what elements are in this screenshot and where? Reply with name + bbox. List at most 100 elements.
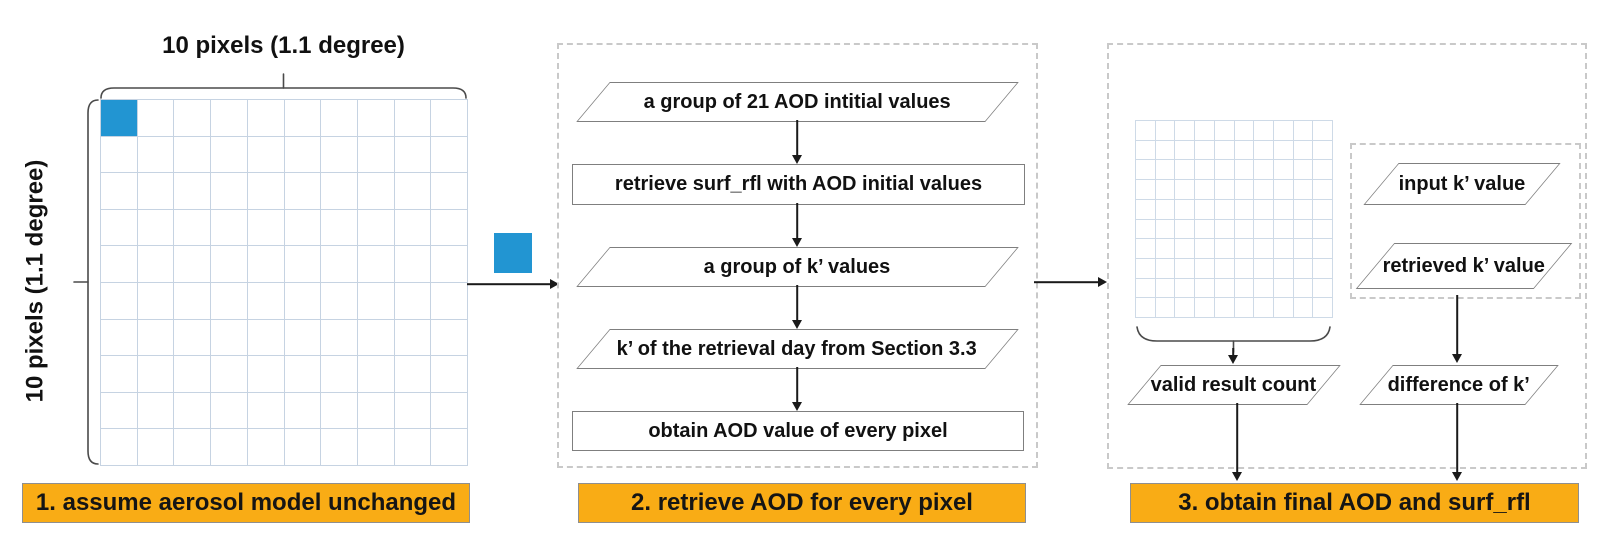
grid-cell: [1195, 239, 1215, 259]
grid-cell: [1214, 160, 1235, 181]
grid-cell: [284, 246, 322, 283]
grid-cell: [1155, 239, 1176, 259]
grid-cell: [1155, 298, 1176, 318]
grid-cell: [1195, 160, 1215, 181]
step-k-of-retrieval-day-parallelogram: k’ of the retrieval day from Section 3.3: [576, 329, 1019, 369]
output-valid-result-count-parallelogram: valid result count: [1127, 365, 1341, 405]
grid-cell: [394, 356, 432, 393]
grid-cell: [1175, 258, 1196, 279]
grid-cell: [1293, 180, 1314, 200]
panel2-caption: 2. retrieve AOD for every pixel: [578, 483, 1026, 523]
grid-cell: [137, 392, 175, 430]
selected-pixel-icon: [494, 233, 532, 273]
step-group-of-k-values-parallelogram: a group of k’ values: [576, 247, 1019, 287]
grid-cell: [1313, 278, 1333, 299]
grid-cell: [247, 173, 285, 210]
grid-cell: [137, 209, 175, 247]
grid-cell: [284, 356, 322, 393]
grid-cell: [1293, 140, 1314, 161]
panel3-inner-dashed-container: [1350, 143, 1581, 299]
grid-cell: [1234, 121, 1255, 141]
grid-cell: [1214, 258, 1235, 279]
grid-cell: [1234, 199, 1255, 220]
grid-cell: [1214, 278, 1235, 299]
grid-cell: [1273, 258, 1294, 279]
grid-cell: [357, 429, 395, 466]
grid-cell: [211, 392, 248, 430]
grid-cell: [1273, 121, 1294, 141]
grid-cell: [357, 100, 395, 137]
grid-cell: [137, 136, 175, 174]
grid-cell: [1293, 278, 1314, 299]
grid-cell: [1273, 180, 1294, 200]
grid-cell: [1136, 140, 1156, 161]
grid-cell: [431, 173, 468, 210]
grid-cell: [1273, 278, 1294, 299]
grid-cell: [1175, 140, 1196, 161]
left-brace-icon: [73, 99, 99, 465]
grid-cell: [1155, 160, 1176, 181]
grid-cell: [174, 429, 212, 466]
grid-cell: [101, 209, 138, 247]
grid-cell: [211, 356, 248, 393]
grid-cell: [1214, 239, 1235, 259]
input-label: retrieved k’ value: [1382, 254, 1546, 277]
output-label: valid result count: [1151, 373, 1317, 396]
grid-cell: [137, 319, 175, 357]
grid-cell: [101, 173, 138, 210]
grid-cell: [101, 392, 138, 430]
grid-cell: [174, 392, 212, 430]
grid-cell: [431, 209, 468, 247]
output-label: difference of k’: [1387, 373, 1531, 396]
grid-cell: [394, 136, 432, 174]
grid-cell: [1214, 199, 1235, 220]
grid-cell: [174, 356, 212, 393]
grid-cell: [431, 356, 468, 393]
step-obtain-aod-value-rectangle: obtain AOD value of every pixel: [572, 411, 1024, 451]
grid-cell: [1234, 180, 1255, 200]
arrow-right-panel1-to-panel2-icon: [467, 277, 559, 291]
grid-cell: [1254, 278, 1274, 299]
grid-cell: [1136, 298, 1156, 318]
grid-cell: [394, 100, 432, 137]
grid-cell: [1293, 258, 1314, 279]
grid-cell: [431, 282, 468, 320]
step-label: obtain AOD value of every pixel: [648, 419, 948, 442]
grid-cell: [1175, 121, 1196, 141]
grid-cell: [1273, 199, 1294, 220]
panel1-caption: 1. assume aerosol model unchanged: [22, 483, 470, 523]
grid-cell: [394, 392, 432, 430]
grid-cell: [1234, 219, 1255, 240]
grid-cell: [1313, 239, 1333, 259]
grid-cell: [357, 136, 395, 174]
grid-cell: [1195, 258, 1215, 279]
panel3-result-grid: [1135, 120, 1333, 318]
grid-cell: [357, 319, 395, 357]
step-aod-initial-values-parallelogram: a group of 21 AOD intitial values: [576, 82, 1019, 122]
grid-cell: [321, 209, 358, 247]
grid-cell: [321, 356, 358, 393]
grid-cell: [394, 209, 432, 247]
grid-cell: [284, 319, 322, 357]
grid-cell: [247, 356, 285, 393]
grid-cell: [1136, 199, 1156, 220]
grid-cell: [1273, 239, 1294, 259]
grid-cell: [1195, 180, 1215, 200]
grid-cell: [174, 246, 212, 283]
grid-cell: [431, 392, 468, 430]
grid-cell: [1195, 140, 1215, 161]
grid-cell: [321, 173, 358, 210]
arrow-down-icon: [791, 203, 803, 247]
panel3-caption: 3. obtain final AOD and surf_rfl: [1130, 483, 1579, 523]
grid-cell: [1175, 298, 1196, 318]
grid-cell: [1313, 160, 1333, 181]
grid-cell: [394, 282, 432, 320]
grid-cell: [1293, 239, 1314, 259]
grid-cell: [394, 319, 432, 357]
grid-cell: [1195, 278, 1215, 299]
grid-cell: [284, 429, 322, 466]
arrow-down-to-caption-icon: [1451, 403, 1463, 481]
panel1-pixel-grid: [100, 99, 468, 466]
grid-cell: [1136, 258, 1156, 279]
